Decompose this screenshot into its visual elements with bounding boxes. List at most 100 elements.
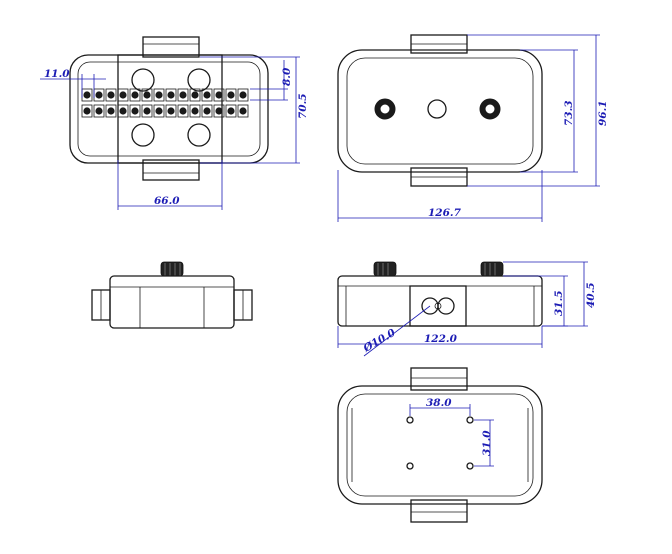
top-view-inner-body: [346, 57, 534, 165]
dim-hole-diameter-label: Ø10.0: [361, 326, 399, 355]
terminal-cell: [201, 88, 213, 102]
dim-side-width-label: 122.0: [424, 333, 458, 345]
elevation-view: 31.5 40.5 122.0 Ø10.0: [337, 261, 597, 357]
dim-top-height-outer: 96.1: [467, 34, 609, 187]
terminal-screw: [107, 107, 115, 115]
dim-mount-y: 31.0: [474, 419, 494, 467]
terminal-cell: [93, 104, 105, 118]
terminal-screw: [167, 91, 175, 99]
terminal-screw: [119, 107, 127, 115]
front-hole-tl: [131, 68, 155, 92]
terminal-screw: [227, 107, 235, 115]
bottom-view-bottom-tab: [410, 499, 468, 523]
dim-side-height-outer-label: 40.5: [585, 282, 597, 308]
terminal-cell: [177, 88, 189, 102]
elevation-knob-left: [373, 261, 397, 277]
terminal-cell: [237, 88, 249, 102]
terminal-screw: [179, 107, 187, 115]
terminal-cell: [177, 104, 189, 118]
bottom-view: 38.0 31.0: [337, 367, 543, 523]
dim-top-width-label: 126.7: [428, 207, 462, 219]
bottom-view-inner-body: [346, 393, 534, 497]
dim-side-height-outer: 40.5: [503, 261, 597, 327]
dim-top-height-inner-label: 73.3: [563, 100, 575, 126]
terminal-screw: [131, 107, 139, 115]
mount-hole-tl: [406, 416, 414, 424]
terminal-cell: [237, 104, 249, 118]
dim-mount-x-label: 38.0: [426, 397, 452, 409]
dim-front-width: 66.0: [117, 160, 223, 210]
terminal-cell: [189, 88, 201, 102]
terminal-screw: [95, 107, 103, 115]
terminal-screw: [215, 107, 223, 115]
top-view-outer-body: [337, 49, 543, 173]
mount-hole-tr: [466, 416, 474, 424]
dim-row-spacing: 8.0: [250, 60, 293, 101]
terminal-screw: [239, 107, 247, 115]
terminal-screw: [239, 91, 247, 99]
terminal-cell: [105, 88, 117, 102]
front-hole-tr: [187, 68, 211, 92]
elevation-cable-window: [409, 285, 467, 327]
dim-hole-diameter: Ø10.0: [361, 305, 431, 357]
front-bottom-tab: [142, 159, 200, 181]
dim-row-spacing-label: 8.0: [281, 67, 293, 86]
front-inner-body: [77, 61, 261, 157]
left-side-body: [109, 275, 235, 329]
bottom-view-top-tab: [410, 367, 468, 391]
terminal-screw: [167, 107, 175, 115]
terminal-screw: [215, 91, 223, 99]
terminal-cell: [117, 88, 129, 102]
top-view-center-hole: [427, 99, 447, 119]
terminal-cell: [153, 88, 165, 102]
terminal-screw: [143, 107, 151, 115]
terminal-screw: [107, 91, 115, 99]
dim-side-height-inner-label: 31.5: [553, 290, 565, 316]
terminal-screw: [83, 107, 91, 115]
dim-top-height-outer-label: 96.1: [597, 100, 609, 126]
terminal-screw: [227, 91, 235, 99]
terminal-screw: [191, 91, 199, 99]
terminal-cell: [165, 88, 177, 102]
dim-mount-x: 38.0: [409, 397, 471, 416]
dim-top-width: 126.7: [337, 170, 543, 222]
top-view: 126.7 73.3 96.1: [337, 34, 609, 222]
dim-front-height: 70.5: [200, 56, 309, 164]
terminal-screw: [131, 91, 139, 99]
terminal-screw: [95, 91, 103, 99]
terminal-screw: [203, 91, 211, 99]
mount-hole-br: [466, 462, 474, 470]
front-hole-br: [187, 123, 211, 147]
terminal-cell: [141, 104, 153, 118]
terminal-cell: [213, 88, 225, 102]
terminal-screw: [179, 91, 187, 99]
terminal-cell: [201, 104, 213, 118]
terminal-cell: [225, 104, 237, 118]
terminal-screw: [191, 107, 199, 115]
dim-pitch-label: 11.0: [44, 68, 70, 80]
left-side-view: [91, 261, 253, 329]
dim-front-height-label: 70.5: [297, 93, 309, 119]
terminal-screw: [119, 91, 127, 99]
terminal-screw: [155, 91, 163, 99]
mount-hole-bl: [406, 462, 414, 470]
front-top-tab: [142, 36, 200, 58]
dim-mount-y-label: 31.0: [481, 430, 493, 456]
terminal-cell: [105, 104, 117, 118]
terminal-cell: [153, 104, 165, 118]
elevation-cable-center: [434, 302, 442, 310]
terminal-screw: [203, 107, 211, 115]
terminal-cell: [129, 88, 141, 102]
terminal-block: [81, 88, 249, 118]
terminal-cell: [213, 104, 225, 118]
elevation-cable-hole-right: [437, 297, 455, 315]
front-hole-bl: [131, 123, 155, 147]
dim-side-height-inner: 31.5: [503, 275, 568, 327]
terminal-cell: [117, 104, 129, 118]
terminal-cell: [225, 88, 237, 102]
terminal-screw: [83, 91, 91, 99]
elevation-knob-right: [480, 261, 504, 277]
dim-top-height-inner: 73.3: [520, 49, 578, 173]
terminal-cell: [189, 104, 201, 118]
